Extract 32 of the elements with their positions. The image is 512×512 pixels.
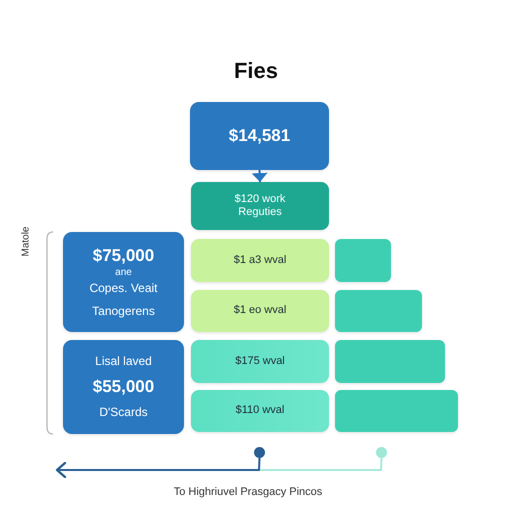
amount-text: $175 wval <box>235 354 285 368</box>
amount-box <box>191 290 329 332</box>
bar <box>335 239 391 282</box>
amount-text: $1 eo wval <box>234 304 286 318</box>
value-card <box>190 102 329 170</box>
timeline-dot <box>376 447 387 458</box>
amount-box <box>191 390 329 432</box>
value-card <box>63 340 184 434</box>
card-text: ane <box>115 267 132 280</box>
bar <box>335 390 458 432</box>
footer-note: To Highriuvel Prasgacy Pincos <box>172 486 324 498</box>
timeline-dot <box>254 447 265 458</box>
pointer-arrow <box>252 170 268 182</box>
amount-box <box>191 340 329 383</box>
amount-box <box>191 239 329 282</box>
card-text: Copes. Veait <box>89 281 158 296</box>
side-label: Matole <box>20 226 32 259</box>
bar <box>335 340 445 383</box>
label-text: $120 work Reguties <box>234 192 286 220</box>
card-text: Lisal laved <box>95 354 152 369</box>
amount-text: $55,000 <box>92 376 154 398</box>
amount-text: $110 wval <box>236 404 284 418</box>
card-text: D'Scards <box>99 405 148 420</box>
amount-text: $1 a3 wval <box>234 254 286 268</box>
bar <box>335 290 422 332</box>
value-card <box>63 232 184 332</box>
timeline-arrow <box>56 458 260 478</box>
amount-text: $75,000 <box>92 246 154 266</box>
label-box <box>191 182 329 230</box>
title: Fies <box>232 58 280 84</box>
card-text: Tanogerens <box>92 304 155 318</box>
amount-text: $14,581 <box>228 126 290 146</box>
